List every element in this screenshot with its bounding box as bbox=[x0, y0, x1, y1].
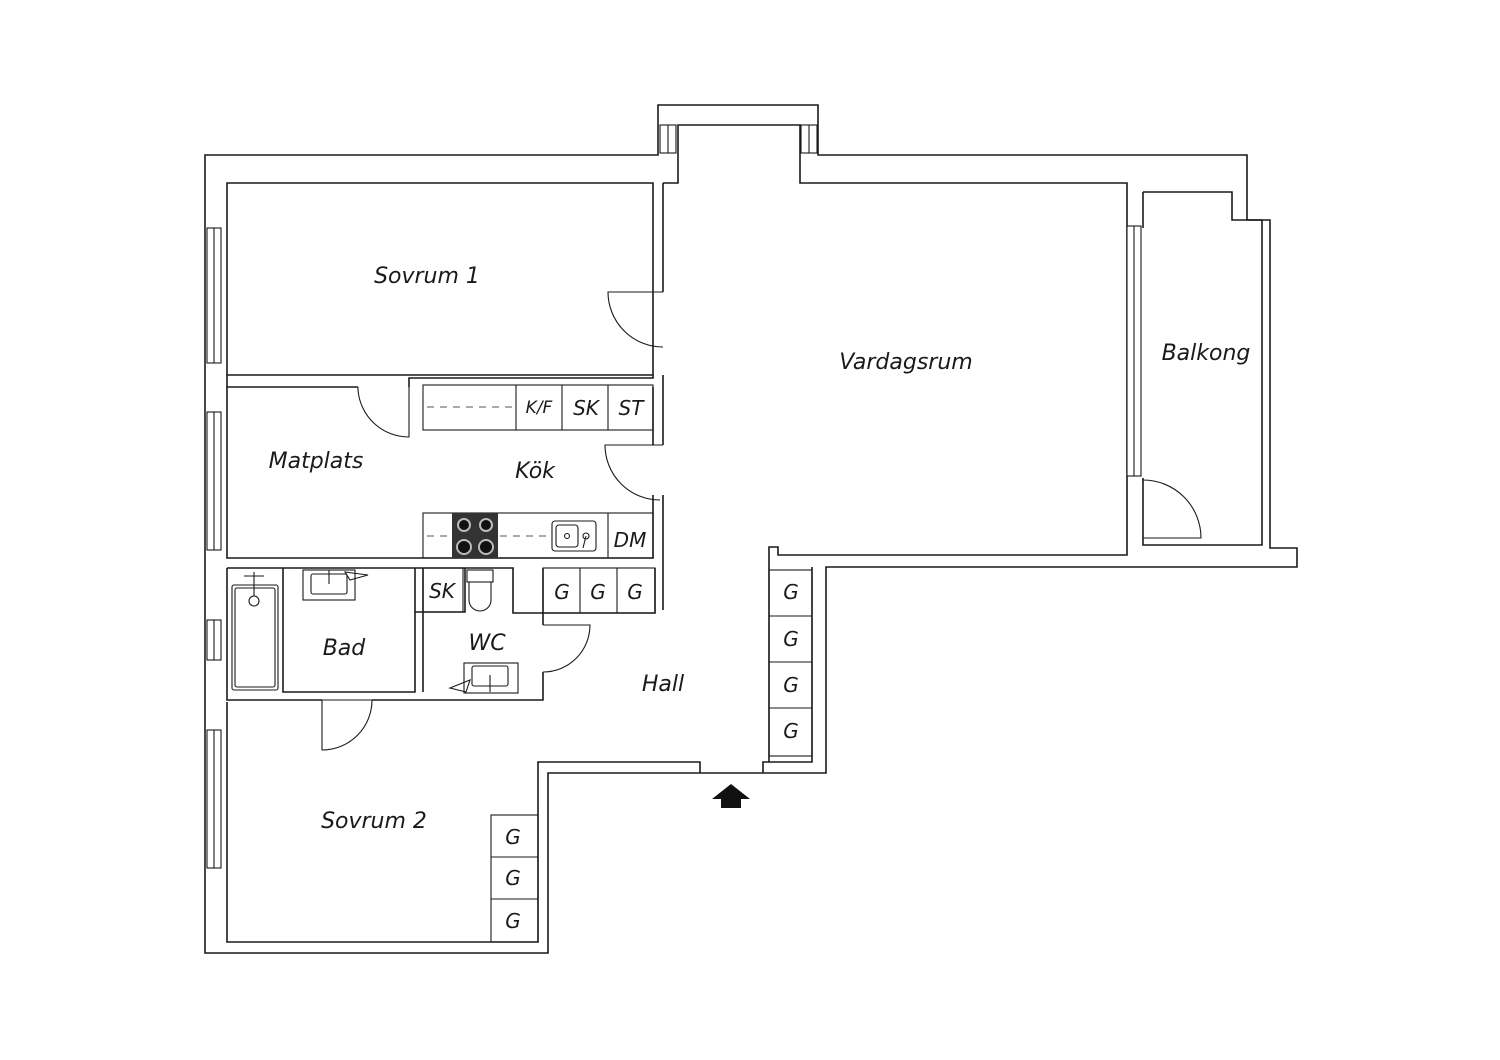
kitchen-sink-icon bbox=[551, 520, 597, 552]
closet-label-g: G bbox=[505, 909, 521, 933]
hall-east-closets bbox=[768, 569, 813, 757]
fixture-label-st: ST bbox=[619, 396, 646, 420]
fixture-label-kf: K/F bbox=[526, 398, 553, 418]
windows bbox=[206, 124, 1142, 869]
kitchen-bottom-counter bbox=[422, 512, 654, 559]
room-label-matplats: Matplats bbox=[269, 449, 364, 474]
room-label-wc: WC bbox=[468, 631, 506, 656]
room-label-balkong: Balkong bbox=[1162, 341, 1251, 366]
toilet-icon bbox=[466, 569, 494, 612]
fixture-label-sk-kitchen: SK bbox=[573, 396, 601, 420]
closet-label-g: G bbox=[783, 580, 799, 604]
wc-sink-icon bbox=[448, 662, 519, 694]
bath-block-walls bbox=[226, 567, 544, 701]
bedroom2-walls bbox=[226, 702, 769, 943]
closet-label-g: G bbox=[505, 866, 521, 890]
room-label-hall: Hall bbox=[642, 672, 684, 697]
fixture-label-dm: DM bbox=[614, 528, 647, 552]
closet-label-g: G bbox=[590, 580, 606, 604]
room-label-kok: Kök bbox=[515, 459, 556, 484]
doors bbox=[321, 291, 1202, 751]
outer-wall-outer-line bbox=[204, 104, 1298, 954]
bathtub-icon bbox=[231, 572, 279, 691]
closet-label-g: G bbox=[783, 673, 799, 697]
room-label-sovrum-1: Sovrum 1 bbox=[374, 264, 480, 289]
closet-label-g: G bbox=[783, 627, 799, 651]
room-label-vardagsrum: Vardagsrum bbox=[839, 350, 972, 375]
fixture-label-sk-wc: SK bbox=[429, 579, 457, 603]
bath-sink-icon bbox=[302, 569, 369, 601]
wc-cabinet bbox=[422, 567, 464, 613]
hall-closets bbox=[542, 567, 656, 614]
living-room-outline bbox=[663, 124, 1128, 763]
balcony-walls bbox=[1142, 191, 1263, 546]
closet-label-g: G bbox=[627, 580, 643, 604]
closet-label-g: G bbox=[505, 825, 521, 849]
closet-label-g: G bbox=[783, 719, 799, 743]
entrance-arrow-icon bbox=[712, 784, 750, 808]
closet-label-g: G bbox=[554, 580, 570, 604]
bedroom2-closets bbox=[490, 814, 539, 943]
stove-icon bbox=[452, 513, 498, 558]
room-label-bad: Bad bbox=[323, 636, 367, 661]
room-label-sovrum-2: Sovrum 2 bbox=[321, 809, 427, 834]
kitchen-top-counter bbox=[422, 384, 654, 431]
